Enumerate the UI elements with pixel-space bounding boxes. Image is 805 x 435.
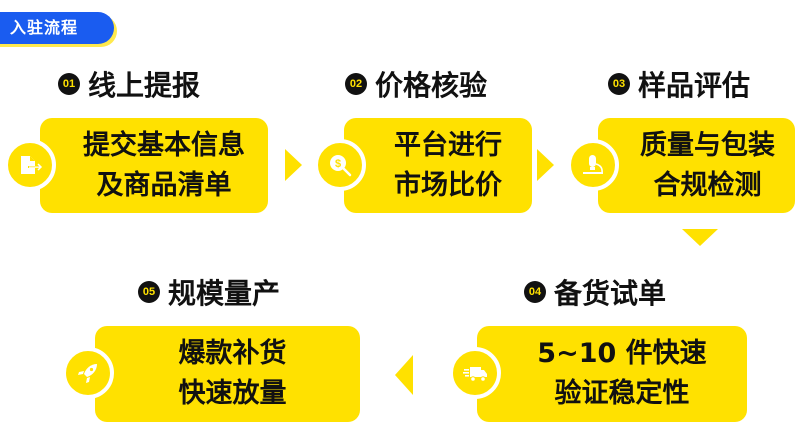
step-title-04: 04 备货试单	[524, 272, 666, 312]
flow-arrow-right	[285, 149, 302, 181]
step-line: 爆款补货	[178, 338, 287, 369]
step-title-text: 价格核验	[375, 69, 488, 102]
step-line: 快速放量	[178, 378, 287, 409]
step-line: 提交基本信息	[83, 129, 245, 161]
step-line: 合规检测	[653, 169, 762, 201]
flow-arrow-down	[682, 229, 718, 246]
step-icon-05	[62, 347, 114, 399]
step-box-01: 提交基本信息 及商品清单	[40, 118, 268, 213]
step-badge-04: 04	[524, 281, 546, 303]
step-badge-01: 01	[58, 73, 80, 95]
flow-arrow-right	[537, 149, 554, 181]
step-line: 平台进行	[394, 129, 502, 161]
step-icon-03	[567, 139, 619, 191]
step-title-02: 02 价格核验	[345, 64, 487, 104]
step-title-text: 规模量产	[168, 277, 281, 310]
step-line: 5~10 件快速	[537, 338, 707, 369]
step-line: 市场比价	[394, 169, 502, 201]
step-title-text: 线上提报	[88, 69, 201, 102]
step-badge-05: 05	[138, 281, 160, 303]
step-icon-01	[4, 139, 56, 191]
step-icon-04	[449, 347, 501, 399]
delivery-truck-icon	[463, 367, 487, 382]
step-line: 质量与包装	[640, 129, 775, 161]
rocket-icon	[78, 364, 97, 383]
step-line: 验证稳定性	[554, 378, 690, 409]
step-title-05: 05 规模量产	[138, 272, 280, 312]
document-export-icon	[21, 156, 43, 174]
svg-text:$: $	[335, 158, 341, 170]
dollar-search-icon: $	[330, 155, 352, 177]
step-box-04: 5~10 件快速 验证稳定性	[477, 326, 747, 422]
step-icon-02: $	[314, 139, 366, 191]
flow-arrow-left	[395, 355, 413, 395]
step-box-03: 质量与包装 合规检测	[598, 118, 795, 213]
step-title-text: 样品评估	[638, 69, 751, 102]
microscope-icon	[583, 155, 603, 174]
step-title-03: 03 样品评估	[608, 64, 750, 104]
step-title-01: 01 线上提报	[58, 64, 200, 104]
step-title-text: 备货试单	[554, 277, 667, 310]
step-badge-03: 03	[608, 73, 630, 95]
step-box-05: 爆款补货 快速放量	[95, 326, 360, 422]
step-box-02: 平台进行 市场比价	[344, 118, 532, 213]
step-badge-02: 02	[345, 73, 367, 95]
step-line: 及商品清单	[96, 169, 232, 201]
process-tag: 入驻流程	[0, 12, 114, 44]
